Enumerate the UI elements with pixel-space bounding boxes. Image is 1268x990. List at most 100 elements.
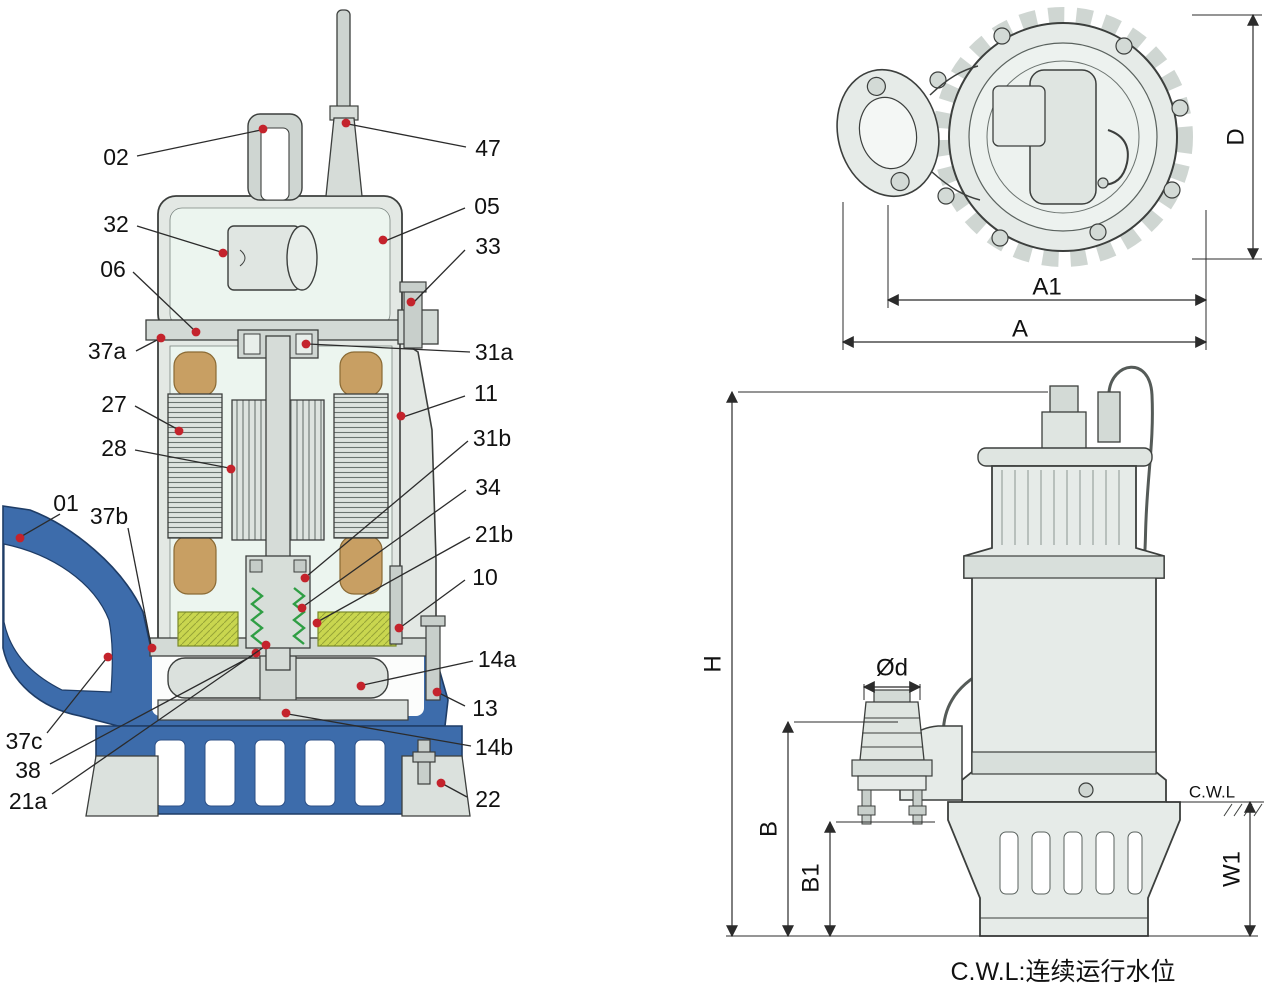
label-31a-text: 31a [475, 339, 514, 365]
label-37c-text: 37c [5, 728, 42, 754]
leader-dot [356, 681, 366, 691]
hose-barb [859, 701, 925, 761]
label-34-text: 34 [475, 474, 501, 500]
lower-bearing-right [293, 559, 307, 573]
pipe-bottom-line [931, 171, 981, 201]
pipe-top-line [929, 65, 979, 96]
part-label-27: 27 [101, 391, 184, 436]
capacitor-mark [239, 249, 246, 267]
seal-oil-chamber [177, 555, 397, 649]
label-33-text: 33 [475, 233, 501, 259]
strainer-slot [999, 831, 1019, 895]
leader-dot [378, 235, 388, 245]
dim-a-label: A [1012, 316, 1028, 343]
leader-dot [281, 708, 291, 718]
cwl-label: C.W.L [1189, 783, 1235, 802]
leader-dot [261, 640, 271, 650]
dim-a1-label: A1 [1032, 274, 1061, 301]
flange-bore [858, 96, 918, 170]
suction-flange [836, 68, 940, 198]
discharge-flange-bottom [857, 775, 927, 791]
fasteners [389, 281, 446, 785]
label-21a-text: 21a [9, 788, 48, 814]
top-view-dimensions: D A1 A [841, 13, 1262, 350]
leader-dot [174, 426, 184, 436]
winding-top-right [339, 351, 383, 397]
leader-dot [406, 297, 416, 307]
label-11-text: 11 [474, 380, 498, 406]
label-13-text: 13 [472, 695, 498, 721]
part-label-47: 47 [341, 118, 501, 161]
label-01-text: 01 [53, 490, 79, 516]
cwl-footnote: C.W.L:连续运行水位 [950, 958, 1175, 986]
cable-entry [1097, 391, 1121, 443]
side-strainer [947, 801, 1181, 937]
part-label-37c: 37c [5, 652, 113, 754]
leader-dot [394, 623, 404, 633]
part-label-14b: 14b [281, 708, 513, 760]
strainer-slot [1063, 831, 1083, 895]
part-label-21a: 21a [9, 640, 271, 814]
label-22-text: 22 [475, 786, 501, 812]
stator-left [167, 393, 223, 539]
part-label-34: 34 [297, 474, 501, 613]
handle-inner [260, 127, 290, 201]
leader-dot [341, 118, 351, 128]
top-view: D A1 A [836, 7, 1262, 350]
clamp-band [963, 555, 1165, 579]
label-28-text: 28 [101, 435, 127, 461]
leader-dot [300, 573, 310, 583]
leader-dot [226, 464, 236, 474]
strainer-slot [304, 739, 336, 807]
seal-spring-right [292, 587, 306, 645]
part-label-28: 28 [101, 435, 236, 474]
leader-dot [15, 533, 25, 543]
fin-ring [933, 7, 1193, 267]
label-14a-text: 14a [478, 646, 517, 672]
flange-bolt-top [866, 76, 886, 97]
part-label-14a: 14a [356, 646, 517, 691]
leader-dot [396, 411, 406, 421]
top-view-bolts [929, 27, 1189, 247]
part-label-11: 11 [396, 380, 498, 421]
terminal-box [992, 85, 1046, 147]
label-32-text: 32 [103, 211, 129, 237]
hook-pin [1097, 177, 1109, 189]
part-label-05: 05 [378, 193, 500, 245]
leader-dot [191, 327, 201, 337]
strainer-slot [1095, 831, 1115, 895]
dim-h-label: H [700, 655, 727, 672]
part-label-31b: 31b [300, 425, 511, 583]
leader-dot [301, 339, 311, 349]
part-labels: 02 32 06 37a 27 28 01 37b 37c 38 21a 47 … [5, 118, 517, 814]
leader-dot [436, 778, 446, 788]
label-38-text: 38 [15, 757, 41, 783]
label-27-text: 27 [101, 391, 127, 417]
top-bearing-left [243, 333, 261, 355]
strainer-slot [354, 739, 386, 807]
part-label-31a: 31a [301, 339, 514, 365]
dim-b-label: B [756, 821, 783, 837]
part-label-10: 10 [394, 564, 498, 633]
base-bolt-nut [412, 751, 436, 763]
oil-chamber-left [177, 611, 239, 647]
label-31b-text: 31b [473, 425, 511, 451]
flange-bolt-bottom [890, 171, 910, 192]
part-label-32: 32 [103, 211, 228, 258]
leader-dot [297, 603, 307, 613]
flange-nut-left [857, 805, 876, 816]
motor-internals [167, 225, 389, 671]
part-label-37a: 37a [88, 333, 166, 364]
volute-interior [3, 543, 113, 693]
strainer-base [85, 725, 471, 817]
side-view: C.W.L H B B1 Ød W1 [700, 365, 1264, 938]
long-bolt-head [420, 615, 446, 627]
part-label-02: 02 [103, 124, 268, 170]
oil-chamber-right [317, 611, 397, 647]
label-02-text: 02 [103, 144, 129, 170]
leader-dot [218, 248, 228, 258]
cooling-fins [1001, 470, 1120, 545]
inner-ring [986, 60, 1140, 214]
